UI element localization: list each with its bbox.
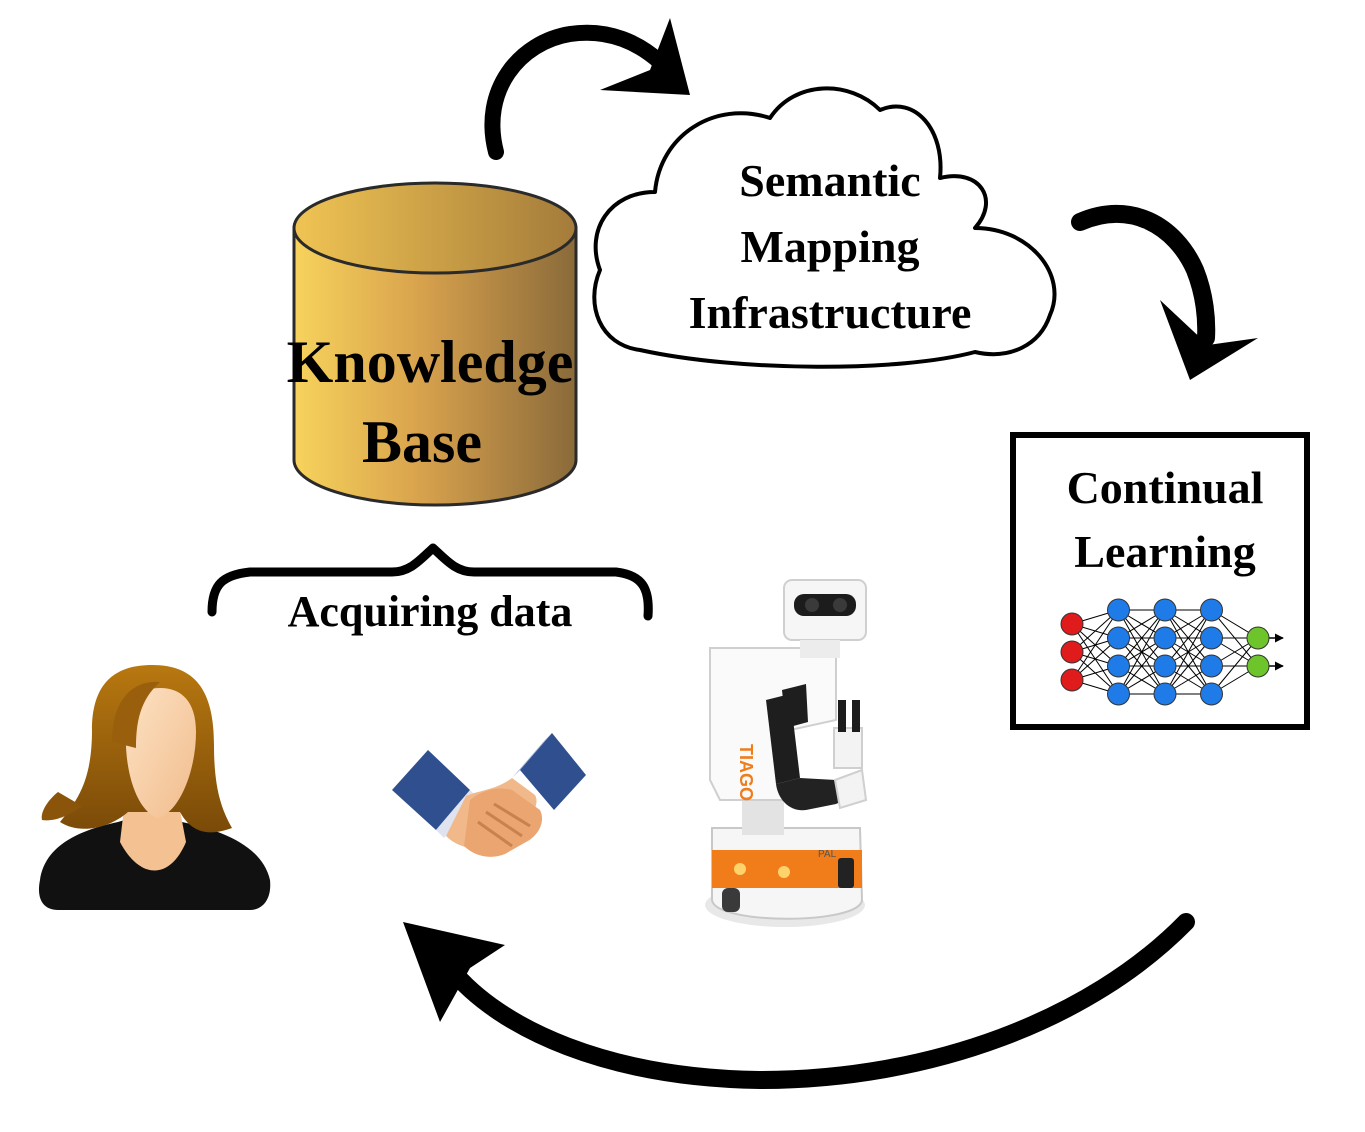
- nn-output-node: [1246, 654, 1270, 678]
- nn-input-node: [1060, 640, 1084, 664]
- nn-hidden-node: [1200, 598, 1223, 622]
- continual-learning-label-line2: Learning: [1074, 526, 1255, 577]
- nn-hidden-node: [1153, 598, 1177, 622]
- acquiring-data-label: Acquiring data: [288, 587, 573, 636]
- nn-hidden-node: [1107, 654, 1130, 678]
- nn-hidden-node: [1107, 598, 1130, 622]
- nn-hidden-node: [1200, 626, 1223, 650]
- acquiring-data-brace: Acquiring data: [207, 543, 653, 636]
- nn-edge: [1164, 637, 1212, 695]
- arrow-kb-to-cloud: [484, 18, 690, 160]
- semantic-mapping-cloud: Semantic Mapping Infrastructure: [592, 86, 1057, 369]
- semantic-mapping-label-line3: Infrastructure: [689, 287, 972, 338]
- nn-edge: [1164, 609, 1212, 695]
- nn-hidden-node: [1200, 654, 1223, 678]
- nn-output-node: [1246, 626, 1270, 650]
- knowledge-base-label-line2: Base: [362, 409, 482, 475]
- semantic-mapping-label-line2: Mapping: [741, 221, 920, 272]
- nn-edge: [1118, 609, 1166, 695]
- nn-hidden-node: [1153, 654, 1177, 678]
- nn-input-node: [1060, 668, 1084, 692]
- semantic-mapping-label-line1: Semantic: [739, 155, 920, 206]
- continual-learning-box: Continual Learning: [1010, 432, 1310, 730]
- arrow-robot-to-person: [403, 913, 1195, 1090]
- nn-hidden-node: [1107, 682, 1130, 706]
- nn-edge: [1071, 609, 1119, 681]
- nn-hidden-node: [1153, 682, 1177, 706]
- arrow-cloud-to-learning: [1071, 204, 1258, 380]
- robot-brand-text: PAL: [818, 849, 837, 860]
- person-avatar-icon: [38, 665, 271, 910]
- nn-hidden-node: [1200, 682, 1223, 706]
- continual-learning-label-line1: Continual: [1067, 462, 1264, 513]
- nn-edge: [1118, 609, 1166, 667]
- nn-hidden-node: [1153, 626, 1177, 650]
- nn-input-node: [1060, 612, 1084, 636]
- handshake-icon: [392, 733, 586, 857]
- nn-edge: [1164, 609, 1212, 667]
- nn-edge: [1118, 637, 1166, 695]
- knowledge-base-label-line1: Knowledge: [287, 329, 574, 395]
- robot-logo-text: TIAGO: [736, 744, 756, 801]
- knowledge-base-cylinder: Knowledge Base: [287, 181, 578, 507]
- neural-network-icon: [1060, 598, 1284, 706]
- robot-image: PAL TIAGO: [705, 579, 868, 927]
- nn-hidden-node: [1107, 626, 1130, 650]
- nn-edge: [1211, 637, 1259, 695]
